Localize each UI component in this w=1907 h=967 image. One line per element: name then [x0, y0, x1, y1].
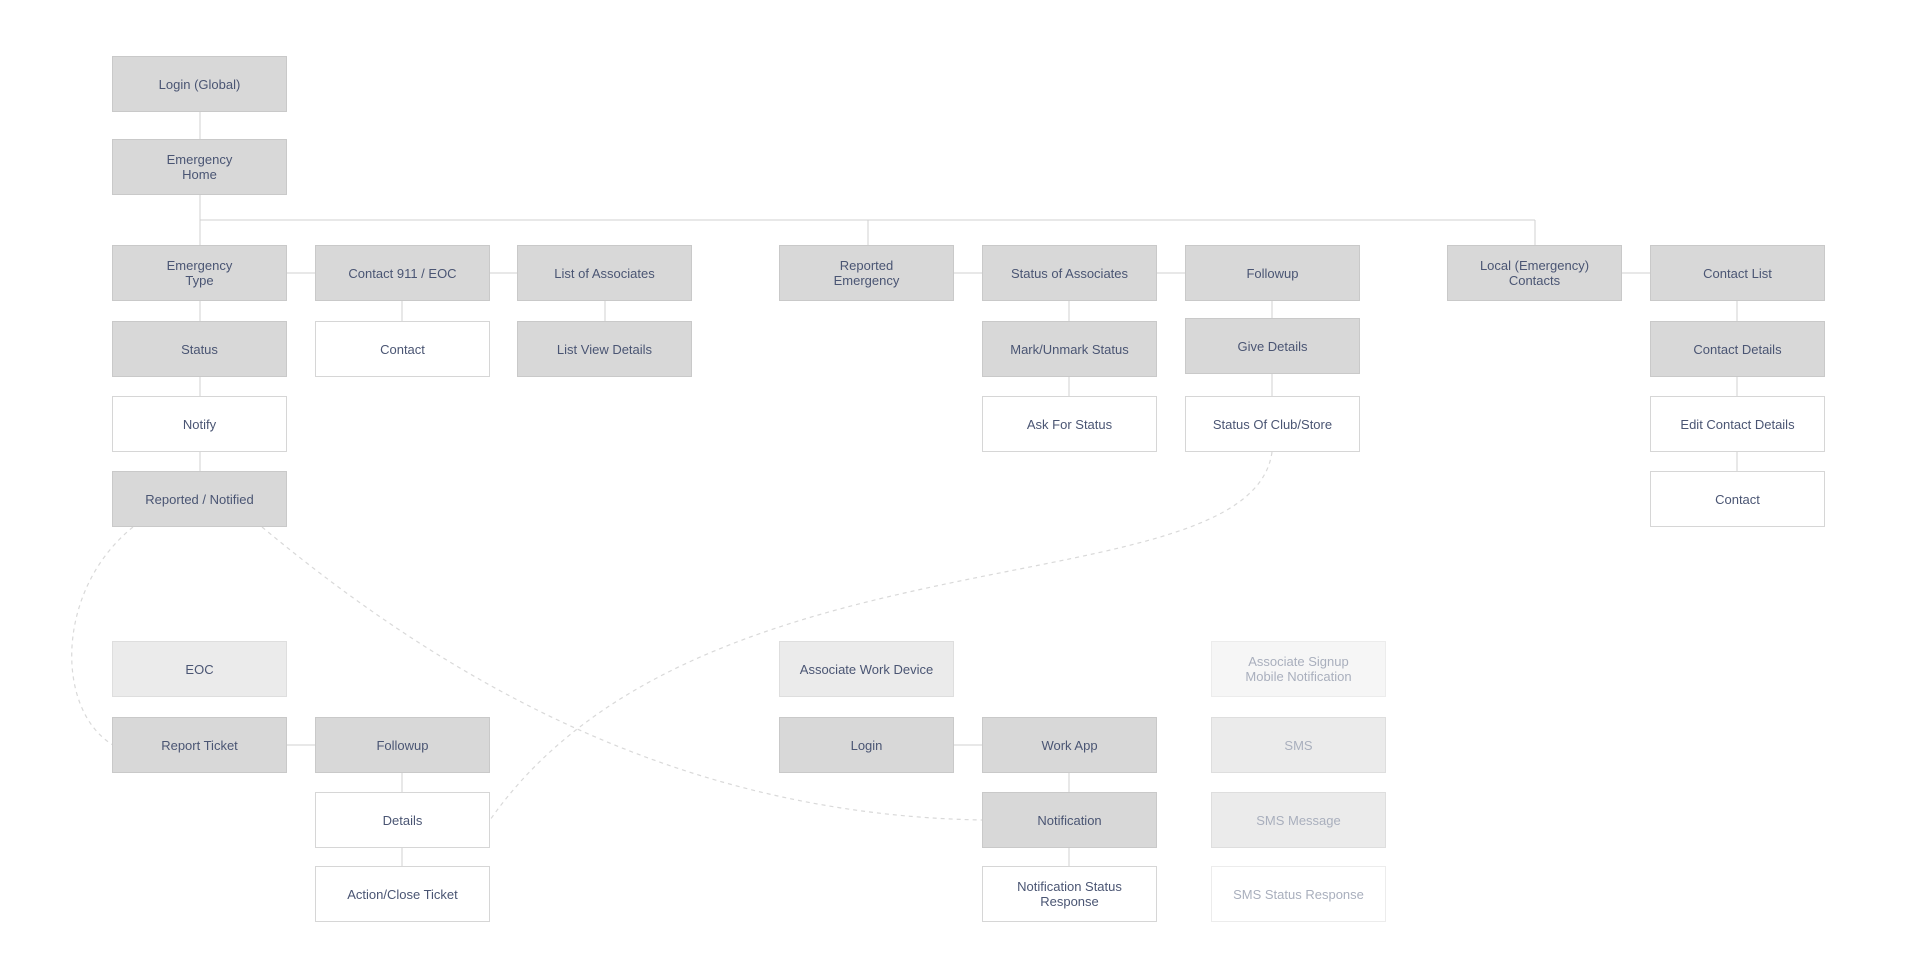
node-mark-unmark-status[interactable]: Mark/Unmark Status — [982, 321, 1157, 377]
dashed-link — [71, 526, 134, 746]
node-edit-contact-details[interactable]: Edit Contact Details — [1650, 396, 1825, 452]
dashed-link — [261, 526, 983, 821]
node-ask-for-status[interactable]: Ask For Status — [982, 396, 1157, 452]
node-emergency-type[interactable]: Emergency Type — [112, 245, 287, 301]
node-notification[interactable]: Notification — [982, 792, 1157, 848]
node-notification-status-response[interactable]: Notification Status Response — [982, 866, 1157, 922]
node-status[interactable]: Status — [112, 321, 287, 377]
node-status-of-associates[interactable]: Status of Associates — [982, 245, 1157, 301]
node-sms[interactable]: SMS — [1211, 717, 1386, 773]
node-contact-details[interactable]: Contact Details — [1650, 321, 1825, 377]
node-work-app[interactable]: Work App — [982, 717, 1157, 773]
node-action-close-ticket[interactable]: Action/Close Ticket — [315, 866, 490, 922]
node-contact-2[interactable]: Contact — [1650, 471, 1825, 527]
dashed-link — [489, 451, 1273, 821]
node-sms-status-response[interactable]: SMS Status Response — [1211, 866, 1386, 922]
node-contact-911-eoc[interactable]: Contact 911 / EOC — [315, 245, 490, 301]
node-local-emergency-contacts[interactable]: Local (Emergency) Contacts — [1447, 245, 1622, 301]
node-reported-notified[interactable]: Reported / Notified — [112, 471, 287, 527]
node-give-details[interactable]: Give Details — [1185, 318, 1360, 374]
node-notify[interactable]: Notify — [112, 396, 287, 452]
node-eoc[interactable]: EOC — [112, 641, 287, 697]
node-sms-message[interactable]: SMS Message — [1211, 792, 1386, 848]
node-followup-top[interactable]: Followup — [1185, 245, 1360, 301]
node-contact-list[interactable]: Contact List — [1650, 245, 1825, 301]
node-followup-bottom[interactable]: Followup — [315, 717, 490, 773]
node-emergency-home[interactable]: Emergency Home — [112, 139, 287, 195]
node-associate-signup-mobile-notification[interactable]: Associate Signup Mobile Notification — [1211, 641, 1386, 697]
node-details[interactable]: Details — [315, 792, 490, 848]
node-login-global[interactable]: Login (Global) — [112, 56, 287, 112]
node-reported-emergency[interactable]: Reported Emergency — [779, 245, 954, 301]
node-associate-work-device[interactable]: Associate Work Device — [779, 641, 954, 697]
node-report-ticket[interactable]: Report Ticket — [112, 717, 287, 773]
node-list-view-details[interactable]: List View Details — [517, 321, 692, 377]
node-list-of-associates[interactable]: List of Associates — [517, 245, 692, 301]
node-status-of-club-store[interactable]: Status Of Club/Store — [1185, 396, 1360, 452]
node-contact[interactable]: Contact — [315, 321, 490, 377]
node-login[interactable]: Login — [779, 717, 954, 773]
